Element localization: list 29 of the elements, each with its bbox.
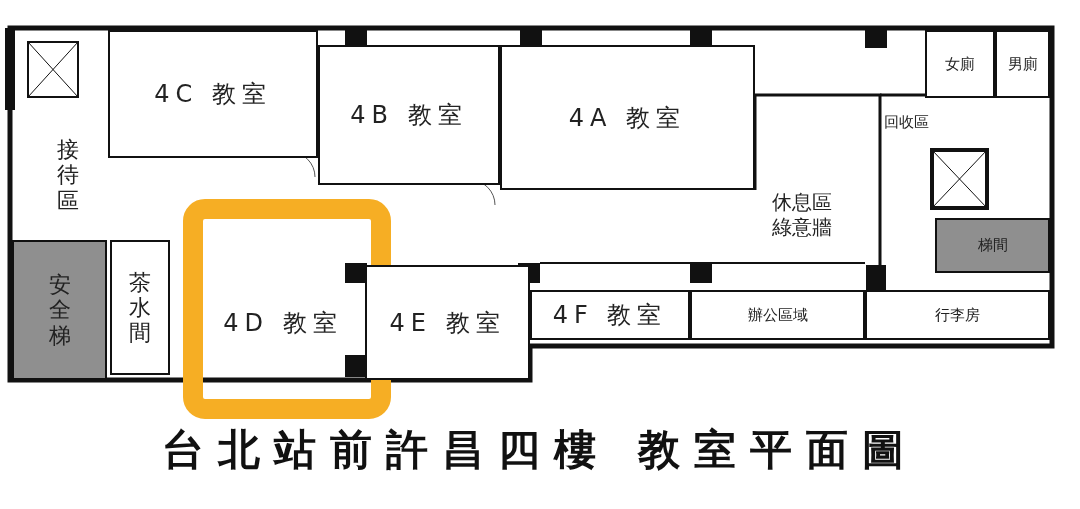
room (110, 240, 170, 375)
room-name: 女廁 (945, 54, 975, 74)
room (925, 30, 995, 98)
room-name: 4D 教室 (223, 307, 343, 339)
room-name: 4A 教室 (568, 102, 687, 134)
room (865, 290, 1050, 340)
room (690, 290, 865, 340)
room (935, 218, 1050, 273)
room-name: 4C 教室 (154, 79, 272, 110)
room (365, 265, 530, 380)
room-name: 接待區 (56, 137, 80, 213)
room-name: 行李房 (935, 305, 980, 325)
room-name: 4E 教室 (389, 307, 506, 339)
room (995, 30, 1050, 98)
room (318, 45, 500, 185)
room-name: 梯間 (977, 236, 1008, 255)
plan-title: 台北站前許昌四樓 教室平面圖 (160, 424, 920, 476)
room (530, 290, 690, 340)
area-label: 休息區綠意牆 (772, 190, 833, 240)
room-name: 茶水間 (128, 269, 152, 346)
room (500, 45, 755, 190)
room-name: 4F 教室 (552, 300, 668, 331)
room (12, 240, 107, 380)
room-name: 回收區 (883, 112, 929, 132)
room-name: 辦公區域 (747, 305, 808, 325)
room-name: 4B 教室 (350, 100, 468, 131)
room-name: 男廁 (1007, 54, 1038, 74)
room (108, 30, 318, 158)
room-name: 安全梯 (47, 272, 72, 348)
